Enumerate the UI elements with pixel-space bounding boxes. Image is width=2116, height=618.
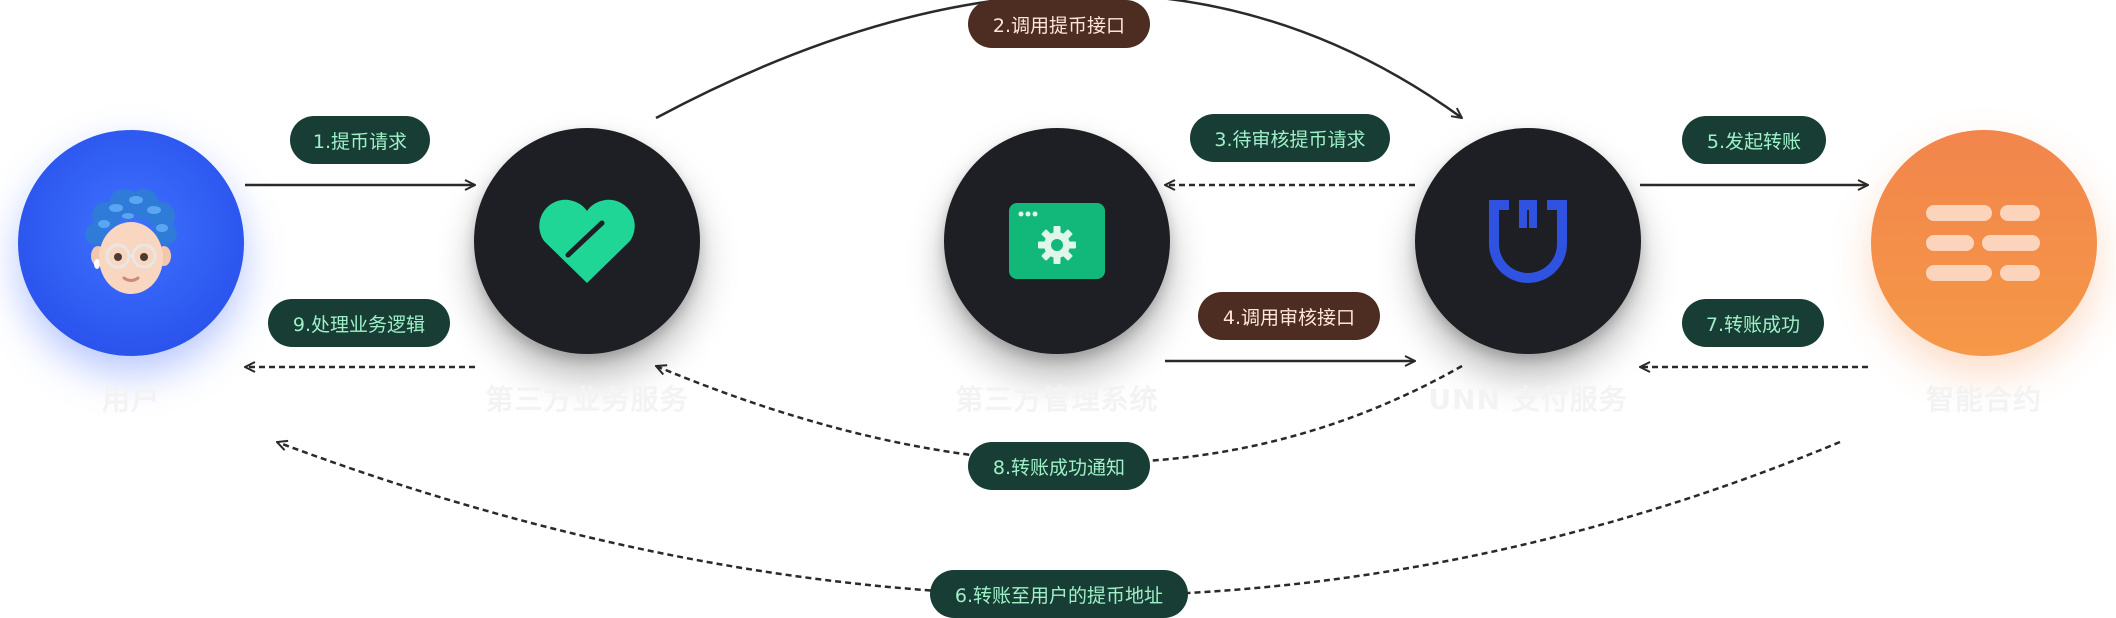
- step-4-label: 4.调用审核接口: [1198, 292, 1380, 340]
- contract-lines-icon: [1926, 205, 2040, 281]
- memoji-avatar-icon: [85, 189, 177, 294]
- step-9-label: 9.处理业务逻辑: [268, 299, 450, 347]
- node-third-party-business: [474, 128, 700, 354]
- node-label-user: 用户: [101, 383, 160, 416]
- step-2-label: 2.调用提币接口: [968, 0, 1150, 48]
- green-heart-check-icon: [539, 199, 635, 283]
- node-smart-contract: [1871, 130, 2097, 356]
- node-label-third-party-admin: 第三方管理系统: [955, 383, 1159, 416]
- node-user: [18, 130, 244, 356]
- node-unn-pay: [1415, 128, 1641, 354]
- unn-logo-icon: [1489, 200, 1567, 283]
- step-8-label: 8.转账成功通知: [968, 442, 1150, 490]
- step-6-label: 6.转账至用户的提币地址: [930, 570, 1188, 618]
- node-third-party-admin: [944, 128, 1170, 354]
- arrow-step-8: [656, 366, 1463, 465]
- step-5-label: 5.发起转账: [1682, 116, 1826, 164]
- node-label-smart-contract: 智能合约: [1925, 383, 2042, 416]
- step-3-label: 3.待审核提币请求: [1190, 114, 1390, 162]
- settings-window-icon: [1009, 203, 1105, 279]
- arrow-step-2: [655, 0, 1462, 118]
- step-1-label: 1.提币请求: [290, 116, 430, 164]
- step-7-label: 7.转账成功: [1682, 299, 1824, 347]
- node-label-third-party-business: 第三方业务服务: [485, 383, 689, 416]
- node-label-unn-pay: UNN 支付服务: [1428, 383, 1628, 416]
